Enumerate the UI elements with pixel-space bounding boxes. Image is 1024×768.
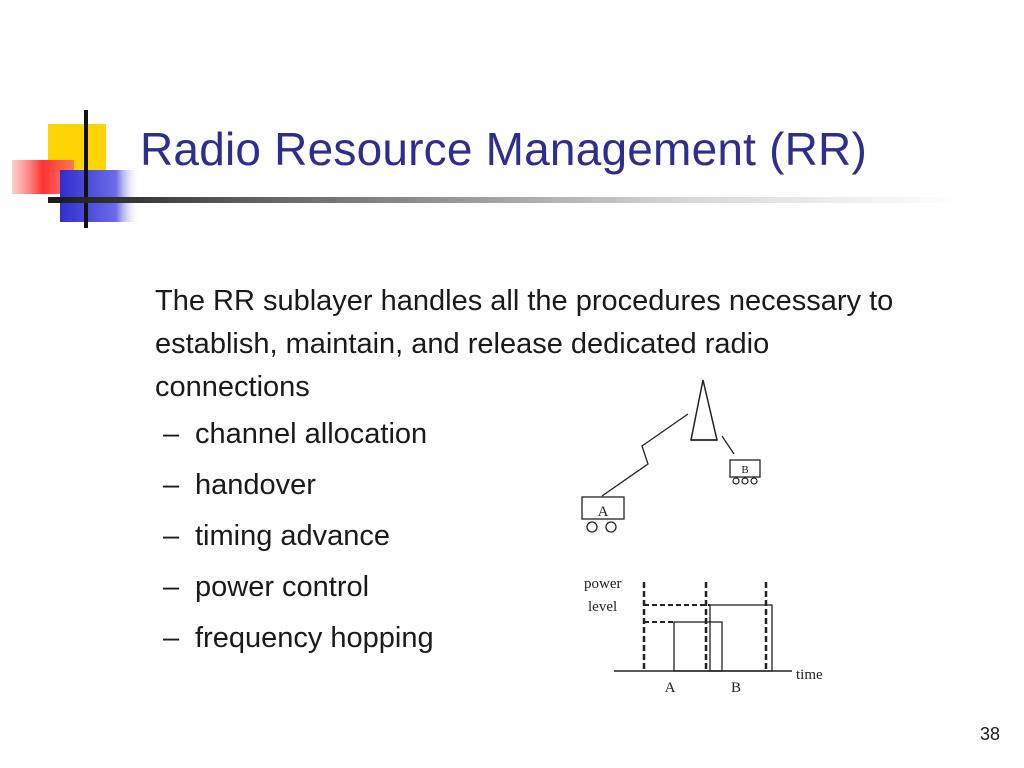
bullet-dash: – xyxy=(163,571,180,603)
bullet-dash: – xyxy=(163,418,180,450)
title-underline xyxy=(48,197,964,203)
bullet-dash: – xyxy=(163,622,180,654)
bullet-list: –channel allocation –handover –timing ad… xyxy=(163,415,434,670)
base-station-antenna-icon xyxy=(690,379,718,441)
page-number: 38 xyxy=(979,724,1000,744)
page-title: Radio Resource Management (RR) xyxy=(140,123,867,175)
x-marker-a: A xyxy=(665,680,676,696)
bullet-text: power control xyxy=(195,571,370,603)
mobile-a-label: A xyxy=(598,504,609,520)
list-item: –power control xyxy=(163,568,434,619)
power-bar-a xyxy=(673,621,723,672)
radio-link-b xyxy=(721,435,735,455)
mobile-b-icon: B xyxy=(729,459,761,485)
radio-link-a xyxy=(601,413,689,497)
x-marker-b: B xyxy=(731,680,741,696)
bullet-dash: – xyxy=(163,469,180,501)
list-item: –channel allocation xyxy=(163,415,434,466)
list-item: –handover xyxy=(163,466,434,517)
y-axis-label-line1: power xyxy=(584,576,622,592)
y-axis-label-line2: level xyxy=(588,599,617,615)
mobile-a-icon: A xyxy=(581,496,625,533)
bullet-text: channel allocation xyxy=(195,418,428,450)
bullet-text: frequency hopping xyxy=(195,622,434,654)
bullet-text: timing advance xyxy=(195,520,391,552)
intro-paragraph: The RR sublayer handles all the procedur… xyxy=(155,285,894,403)
logo-blue-bar xyxy=(60,170,140,222)
bullet-dash: – xyxy=(163,520,180,552)
x-axis-label: time xyxy=(796,667,823,683)
rr-diagram: A B power level time A B xyxy=(581,379,823,696)
list-item: –frequency hopping xyxy=(163,619,434,670)
logo-vertical-line xyxy=(84,110,88,228)
decorative-logo xyxy=(12,110,140,228)
mobile-b-label: B xyxy=(741,464,748,476)
bullet-text: handover xyxy=(195,469,316,501)
power-bar-b xyxy=(709,604,773,672)
list-item: –timing advance xyxy=(163,517,434,568)
